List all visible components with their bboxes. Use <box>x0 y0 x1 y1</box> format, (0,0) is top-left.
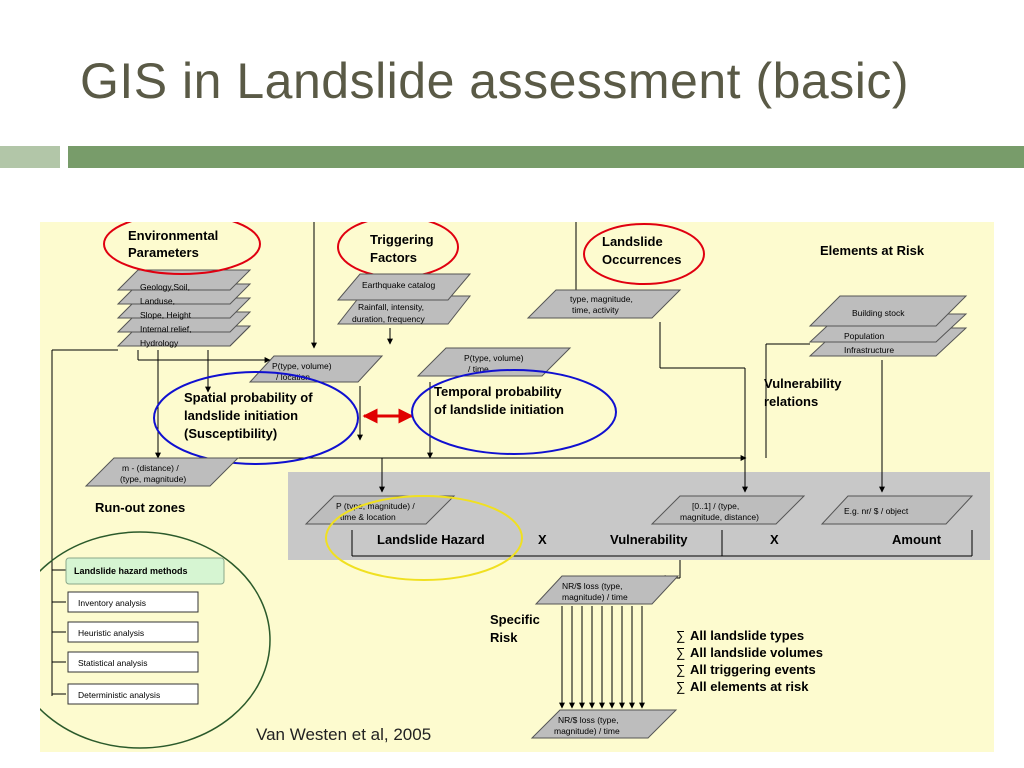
methods-highlight-ellipse <box>40 531 271 749</box>
environmental-label-2: Parameters <box>128 245 199 260</box>
title-accent-bar-light <box>0 146 60 168</box>
vulnerability-relations-2: relations <box>764 394 818 409</box>
sum-symbol-1: ∑ <box>676 628 685 643</box>
env-layer-5: Hydrology <box>140 338 179 348</box>
risk-layer-1: Building stock <box>852 308 905 318</box>
svg-text:Specific Risk: Specific Risk <box>490 612 543 645</box>
env-layer-3: Slope, Height <box>140 310 192 320</box>
occurrence-box-2: time, activity <box>572 305 620 315</box>
svg-text:P(type, volume) / time: P(type, volume) / time <box>464 353 526 374</box>
env-layer-stack: Geology,Soil, Landuse, Slope, Height Int… <box>116 269 252 348</box>
p-volume-time-1: P(type, volume) <box>464 353 524 363</box>
runout-box-2: (type, magnitude) <box>120 474 186 484</box>
multiply-2: X <box>770 532 779 547</box>
svg-text:P(type, volume) / location: P(type, volume) / location <box>272 361 334 382</box>
vuln-box-1: [0..1] / (type, <box>692 501 739 511</box>
sum-symbol-3: ∑ <box>676 662 685 677</box>
risk-layer-stack: Building stock Population Infrastructure <box>808 295 968 357</box>
title-accent-bar <box>68 146 1024 168</box>
p-volume-location-2: / location <box>276 372 310 382</box>
occurrences-highlight-ellipse <box>583 223 705 285</box>
runout-box-1: m - (distance) / <box>122 463 179 473</box>
environmental-label-1: Environmental <box>128 228 218 243</box>
env-layer-2: Landuse, <box>140 296 175 306</box>
trigger-layer-stack: Earthquake catalog Rainfall, intensity, … <box>336 273 472 325</box>
sum-symbol-4: ∑ <box>676 679 685 694</box>
specific-risk-2: Risk <box>490 630 518 645</box>
svg-text:Spatial probability of lan: Spatial probability of landslide initiat… <box>184 390 316 441</box>
landslide-assessment-diagram: Geology,Soil, Landuse, Slope, Height Int… <box>40 222 994 752</box>
hazard-highlight-ellipse <box>325 495 523 581</box>
environmental-highlight-ellipse <box>103 222 261 275</box>
svg-text:[0..1] / (type, magnitude,: [0..1] / (type, magnitude, distance) <box>680 501 759 522</box>
sum-item-4: All elements at risk <box>690 679 809 694</box>
svg-text:NR/$ loss (type, magnitude: NR/$ loss (type, magnitude) / time <box>562 581 628 602</box>
spatial-label-1: Spatial probability of <box>184 390 313 405</box>
svg-text:Landslide Occurrences: Landslide Occurrences <box>602 234 682 267</box>
trigger-layer-2: Rainfall, intensity, <box>358 302 424 312</box>
triggering-label-2: Factors <box>370 250 417 265</box>
elements-at-risk-label: Elements at Risk <box>820 243 925 258</box>
method-deterministic: Deterministic analysis <box>78 690 160 700</box>
sum-item-3: All triggering events <box>690 662 816 677</box>
occurrences-label-2: Occurrences <box>602 252 682 267</box>
specific-risk-1: Specific <box>490 612 540 627</box>
methods-header: Landslide hazard methods <box>74 566 188 576</box>
vulnerability-label: Vulnerability <box>610 532 688 547</box>
method-heuristic: Heuristic analysis <box>78 628 144 638</box>
p-type-magnitude-2: time & location <box>340 512 396 522</box>
risk-layer-3: Infrastructure <box>844 345 894 355</box>
trigger-layer-3: duration, frequency <box>352 314 426 324</box>
spatial-label-2: landslide initiation <box>184 408 298 423</box>
loss-top-2: magnitude) / time <box>562 592 628 602</box>
svg-text:Environmental Parameters: Environmental Parameters <box>128 228 222 260</box>
vulnerability-relations-1: Vulnerability <box>764 376 842 391</box>
sum-symbol-2: ∑ <box>676 645 685 660</box>
vuln-box-2: magnitude, distance) <box>680 512 759 522</box>
spatial-label-3: (Susceptibility) <box>184 426 277 441</box>
amount-label: Amount <box>892 532 942 547</box>
svg-text:type, magnitude, time, act: type, magnitude, time, activity <box>570 294 635 315</box>
temporal-label-1: Temporal probability <box>434 384 562 399</box>
amount-box: E.g. nr/ $ / object <box>844 506 909 516</box>
sum-item-2: All landslide volumes <box>690 645 823 660</box>
slide-title: GIS in Landslide assessment (basic) <box>80 53 909 109</box>
multiply-1: X <box>538 532 547 547</box>
svg-text:P (type, magnitude) / time: P (type, magnitude) / time & location <box>336 501 417 522</box>
svg-text:m - (distance) / (type, m: m - (distance) / (type, magnitude) <box>120 463 186 484</box>
svg-text:Vulnerability relations: Vulnerability relations <box>764 376 845 409</box>
risk-layer-2: Population <box>844 331 884 341</box>
loss-bottom-2: magnitude) / time <box>554 726 620 736</box>
temporal-highlight-ellipse <box>411 369 617 455</box>
svg-text:Temporal probability of la: Temporal probability of landslide initia… <box>434 384 565 417</box>
p-type-magnitude-1: P (type, magnitude) / <box>336 501 415 511</box>
env-layer-4: Internal relief, <box>140 324 192 334</box>
triggering-label-1: Triggering <box>370 232 434 247</box>
loss-top-1: NR/$ loss (type, <box>562 581 622 591</box>
temporal-label-2: of landslide initiation <box>434 402 564 417</box>
method-inventory: Inventory analysis <box>78 598 146 608</box>
susceptibility-highlight-ellipse <box>153 371 359 465</box>
risk-arrows <box>559 606 645 709</box>
loss-bottom-1: NR/$ loss (type, <box>558 715 618 725</box>
env-layer-1: Geology,Soil, <box>140 282 190 292</box>
sum-item-1: All landslide types <box>690 628 804 643</box>
methods-header-box <box>65 557 225 585</box>
svg-text:NR/$ loss (type, magnitude: NR/$ loss (type, magnitude) / time <box>554 715 621 736</box>
p-volume-location-1: P(type, volume) <box>272 361 332 371</box>
citation: Van Westen et al, 2005 <box>256 725 431 744</box>
method-statistical: Statistical analysis <box>78 658 147 668</box>
landslide-hazard-label: Landslide Hazard <box>377 532 485 547</box>
runout-zones-label: Run-out zones <box>95 500 185 515</box>
svg-text:Triggering Factors: Triggering Factors <box>370 232 437 265</box>
p-volume-time-2: / time <box>468 364 489 374</box>
occurrence-box-1: type, magnitude, <box>570 294 633 304</box>
occurrences-label-1: Landslide <box>602 234 663 249</box>
trigger-layer-1: Earthquake catalog <box>362 280 436 290</box>
